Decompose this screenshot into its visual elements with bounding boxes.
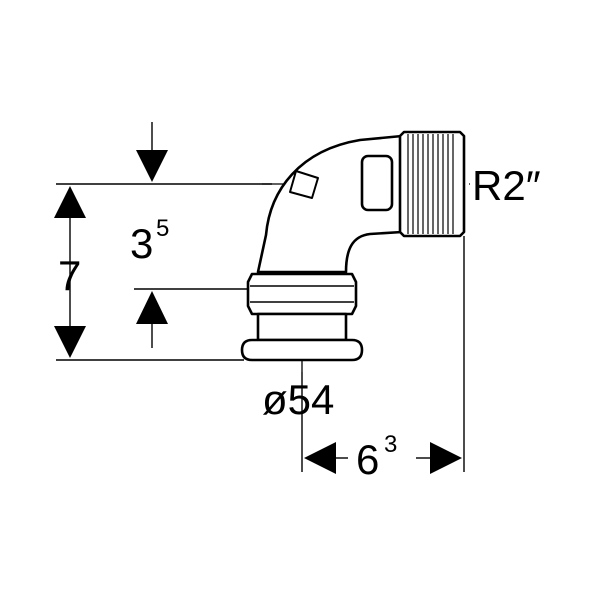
diameter-label: ø54 <box>262 376 334 423</box>
orientation-mark <box>289 170 319 199</box>
dim-label-35-base: 3 <box>130 220 153 267</box>
socket-rim <box>240 338 364 362</box>
socket-neck <box>256 312 348 342</box>
dim-label-63-base: 6 <box>356 436 379 483</box>
dim-label-63-sup: 3 <box>384 431 397 458</box>
arrow-35-down <box>136 150 168 182</box>
dim-label-35-sup: 5 <box>156 215 169 242</box>
arrow-7-up <box>54 186 86 218</box>
male-thread-end <box>398 130 466 238</box>
inspection-window <box>360 154 394 212</box>
press-socket <box>246 272 358 316</box>
arrow-7-down <box>54 326 86 358</box>
thread-label: R2″ <box>472 162 541 209</box>
arrowheads <box>54 150 462 474</box>
arrow-63-right <box>430 442 462 474</box>
arrow-63-left <box>304 442 336 474</box>
dim-label-7: 7 <box>58 252 81 299</box>
arrow-35-up <box>136 291 168 324</box>
thread-ridges <box>407 134 454 234</box>
dimension-lines <box>56 122 465 472</box>
elbow-fitting <box>240 130 466 362</box>
